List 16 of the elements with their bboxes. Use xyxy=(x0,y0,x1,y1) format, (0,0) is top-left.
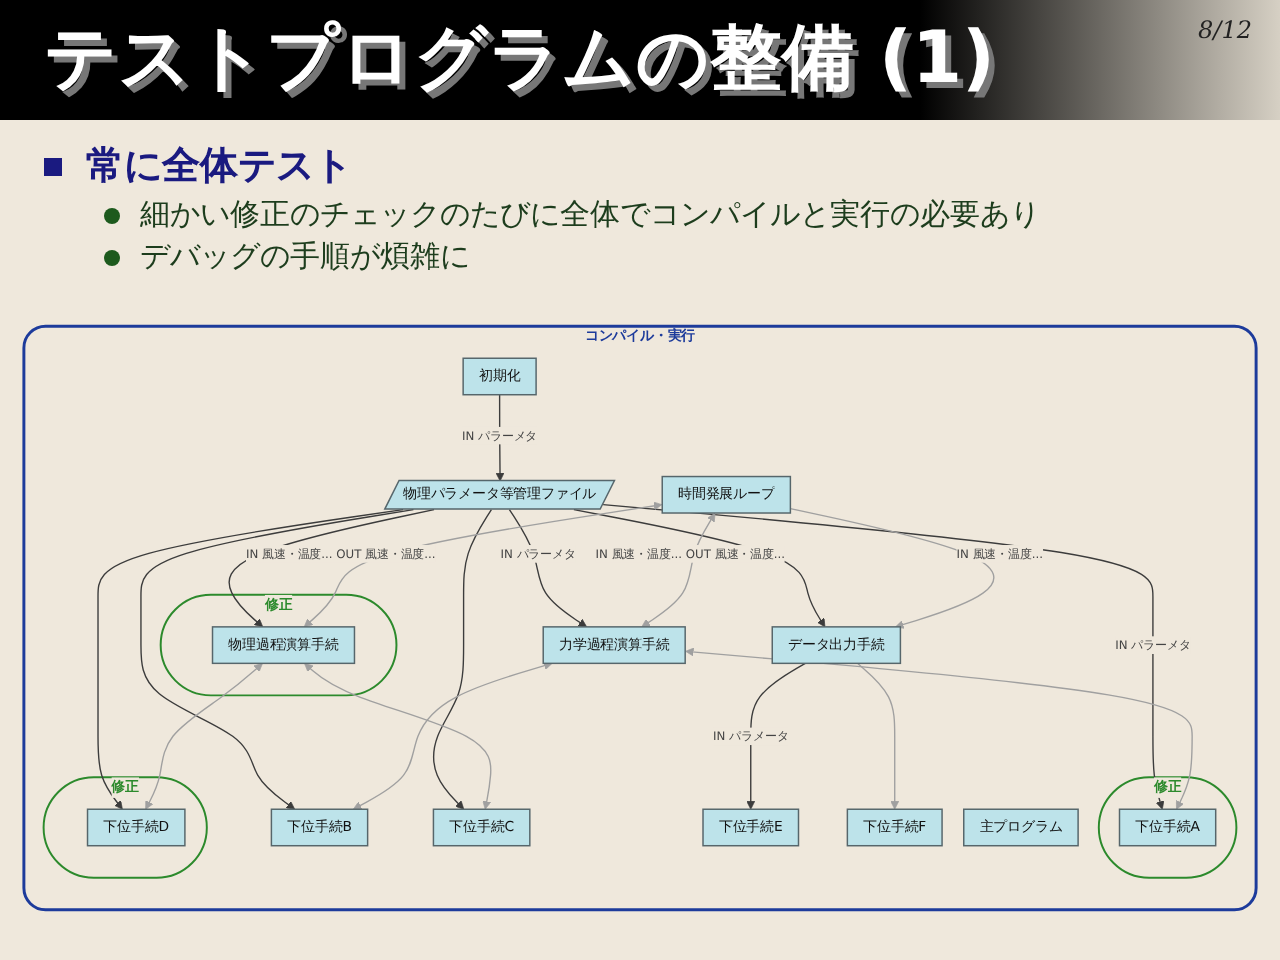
arrow xyxy=(746,662,806,810)
bullet-text: 細かい修正のチェックのたびに全体でコンパイルと実行の必要あり xyxy=(140,196,1040,234)
arrow xyxy=(602,503,1165,810)
slide-title: テストプログラムの整備 (1) xyxy=(44,16,995,104)
arrow xyxy=(685,647,1193,810)
arrow xyxy=(856,662,900,810)
arrow xyxy=(352,661,553,810)
arrow xyxy=(145,663,263,810)
arrow xyxy=(508,508,587,628)
bullet-text: デバッグの手順が煩雑に xyxy=(140,238,470,276)
arrow xyxy=(789,507,995,629)
arrow xyxy=(433,508,493,810)
bullet-heading: 常に全体テスト xyxy=(86,142,352,192)
arrow xyxy=(304,663,492,810)
arrow xyxy=(303,501,663,628)
page-number: 8/12 xyxy=(1198,16,1252,44)
